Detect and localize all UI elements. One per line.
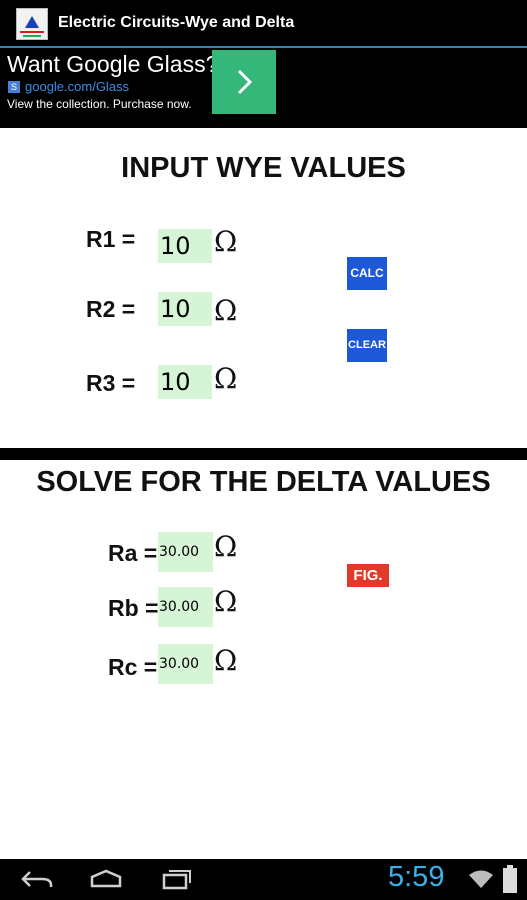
rc-output: 30.00	[158, 644, 213, 684]
ad-go-button[interactable]	[212, 50, 276, 114]
r3-label: R3 =	[86, 370, 136, 396]
back-icon[interactable]	[20, 868, 54, 890]
rb-unit: Ω	[214, 585, 238, 618]
title-bar: Electric Circuits-Wye and Delta	[0, 0, 527, 48]
fig-button[interactable]: FIG.	[347, 564, 389, 587]
r3-unit: Ω	[214, 362, 238, 395]
ra-label: Ra =	[108, 540, 158, 566]
r2-unit: Ω	[214, 294, 238, 327]
app-logo-icon	[16, 8, 48, 40]
rb-output: 30.00	[158, 587, 213, 627]
rb-label: Rb =	[108, 595, 159, 621]
ra-unit: Ω	[214, 530, 238, 563]
r1-input[interactable]: 10	[158, 229, 212, 263]
wye-heading: INPUT WYE VALUES	[121, 152, 406, 184]
ad-banner[interactable]: Want Google Glass? S google.com/Glass Vi…	[0, 48, 527, 128]
title-divider	[0, 46, 527, 48]
rc-unit: Ω	[214, 644, 238, 677]
section-divider	[0, 448, 527, 460]
home-icon[interactable]	[88, 868, 124, 890]
status-clock: 5:59	[388, 861, 445, 893]
r1-label: R1 =	[86, 226, 136, 252]
r2-input[interactable]: 10	[158, 292, 212, 326]
delta-heading: SOLVE FOR THE DELTA VALUES	[36, 466, 491, 498]
app-title: Electric Circuits-Wye and Delta	[58, 14, 295, 31]
sponsor-icon: S	[8, 81, 20, 93]
chevron-right-icon	[237, 69, 253, 95]
r1-unit: Ω	[214, 225, 238, 258]
calc-button[interactable]: CALC	[347, 257, 387, 290]
navigation-bar: 5:59	[0, 859, 527, 900]
r2-label: R2 =	[86, 296, 136, 322]
ad-headline[interactable]: Want Google Glass?	[7, 51, 219, 77]
r3-input[interactable]: 10	[158, 365, 212, 399]
ad-description: View the collection. Purchase now.	[7, 97, 192, 111]
clear-button[interactable]: CLEAR	[347, 329, 387, 362]
rc-label: Rc =	[108, 654, 158, 680]
ad-url[interactable]: google.com/Glass	[25, 79, 130, 94]
battery-icon	[503, 865, 517, 893]
ra-output: 30.00	[158, 532, 213, 572]
recent-apps-icon[interactable]	[160, 867, 194, 891]
wifi-icon	[469, 870, 493, 888]
